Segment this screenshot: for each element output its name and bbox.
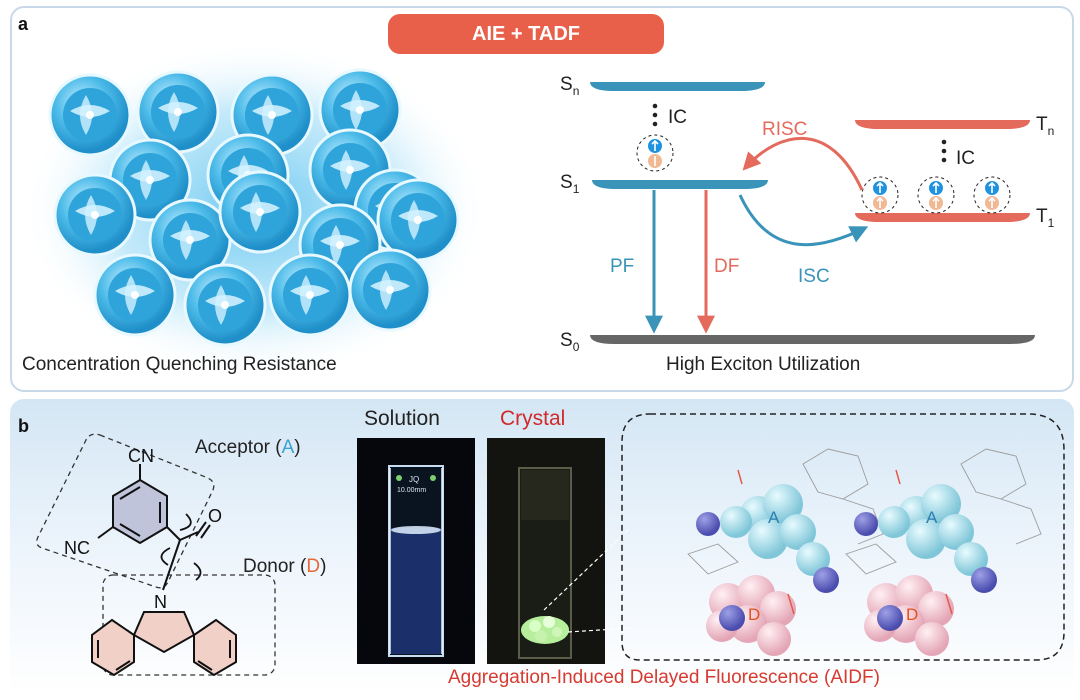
sn-letter: S [560,74,573,95]
acceptor-letter: A [281,437,295,458]
s1-letter: S [560,172,573,193]
s0-sub: 0 [573,340,580,354]
s0-level [590,335,1035,344]
molecule-a-2: A [926,508,938,527]
aidf-caption: Aggregation-Induced Delayed Fluorescence… [448,667,880,688]
triplet-exciton-1 [861,176,899,214]
energy-diagram: Sn S1 S0 Tn T1 IC IC RISC ISC PF DF [560,74,1055,354]
particle-cluster [20,40,490,370]
triplet-exciton-2 [917,176,955,214]
tn-letter: T [1036,114,1048,135]
sn-sub: n [573,84,580,98]
triplet-exciton-3 [973,176,1011,214]
cuvette-mark-2: 10.00mm [397,487,426,494]
nc-left: NC [64,538,90,558]
cn-top: CN [128,446,154,466]
donor-letter: D [306,556,321,577]
svg-text:T1: T1 [1036,206,1055,230]
svg-text:Sn: Sn [560,74,579,98]
s0-letter: S [560,330,573,351]
svg-text:Tn: Tn [1036,114,1054,138]
crystal-packing: A A D D [621,413,1065,661]
tn-sub: n [1048,124,1055,138]
o-atom: O [208,506,222,526]
acceptor-label: Acceptor (A) [195,437,301,458]
risc-arrow [742,137,864,191]
panel-b-label: b [18,416,29,436]
molecule-structure: CN NC O N [36,433,276,677]
t1-letter: T [1036,206,1048,227]
tn-level [855,120,1030,129]
isc-label: ISC [798,266,830,287]
n-atom: N [154,592,167,612]
sn-level [590,82,765,91]
t1-level [855,213,1030,222]
cuvette-mark-1: JQ [409,475,419,484]
ic-right-label: IC [956,148,975,169]
molecule-a-1: A [768,508,780,527]
zoom-lines [543,529,633,633]
panel-a-label: a [18,14,29,34]
molecule-d-1: D [748,605,760,624]
svg-text:S1: S1 [560,172,580,196]
solution-cuvette-photo: JQ 10.00mm [357,438,475,664]
left-caption: Concentration Quenching Resistance [22,354,337,375]
svg-text:S0: S0 [560,330,580,354]
donor-label: Donor (D) [243,556,327,577]
aie-tadf-banner: AIE + TADF [388,14,664,54]
solution-label: Solution [364,407,440,430]
isc-arrow [738,194,869,247]
molecule-d-2: D [906,605,918,624]
pf-label: PF [610,256,634,277]
df-label: DF [714,256,739,277]
right-caption: High Exciton Utilization [666,354,861,375]
crystal-cuvette-photo [487,438,605,664]
s1-level [592,180,768,189]
crystal-label: Crystal [500,407,566,430]
t1-sub: 1 [1048,216,1055,230]
ic-top-label: IC [668,107,687,128]
singlet-exciton [636,134,674,172]
risc-label: RISC [762,119,807,140]
s1-sub: 1 [573,182,580,196]
